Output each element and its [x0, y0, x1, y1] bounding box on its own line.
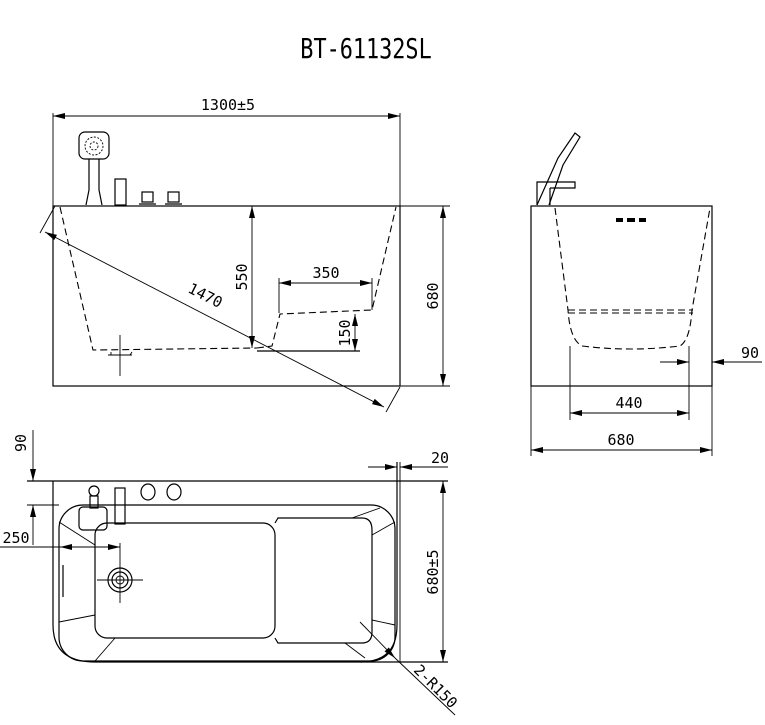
dim-side-offset: 90: [741, 344, 759, 362]
side-view: 440 680 90: [530, 132, 762, 456]
control-panel-icon: [616, 218, 646, 222]
drain-icon: [97, 543, 143, 603]
faucet-top-icon: [78, 483, 182, 531]
drawing-title: BT-61132SL: [300, 32, 431, 64]
dim-deck-width: 90: [12, 434, 30, 452]
dim-drain-offset: 250: [2, 529, 29, 547]
dim-diagonal: 1470: [185, 279, 225, 311]
dim-corner-radius: 2-R150: [410, 661, 461, 712]
dim-overall-height: 680: [424, 282, 442, 309]
dim-seat-height: 150: [336, 319, 354, 346]
front-outline: [52, 205, 401, 387]
dim-side-width: 680: [607, 431, 634, 449]
dim-inner-depth: 550: [233, 263, 251, 290]
valve-icon: [139, 191, 182, 205]
front-view: 1300±5 550 350 150: [39, 96, 450, 413]
top-view: 90 250 20 680±5 2-R150: [0, 430, 461, 716]
basin: [94, 522, 276, 639]
tub-rim: [58, 504, 396, 662]
dim-rim-offset: 20: [431, 449, 449, 467]
spout-icon: [114, 178, 127, 206]
faucet-side-icon: [536, 132, 581, 206]
side-outline: [530, 205, 713, 387]
dim-seat-width: 350: [312, 264, 339, 282]
dim-overall-length: 1300±5: [201, 96, 255, 114]
dim-bottom-width: 440: [615, 394, 642, 412]
shower-head-icon: [78, 131, 110, 206]
dim-top-width: 680±5: [424, 549, 442, 594]
